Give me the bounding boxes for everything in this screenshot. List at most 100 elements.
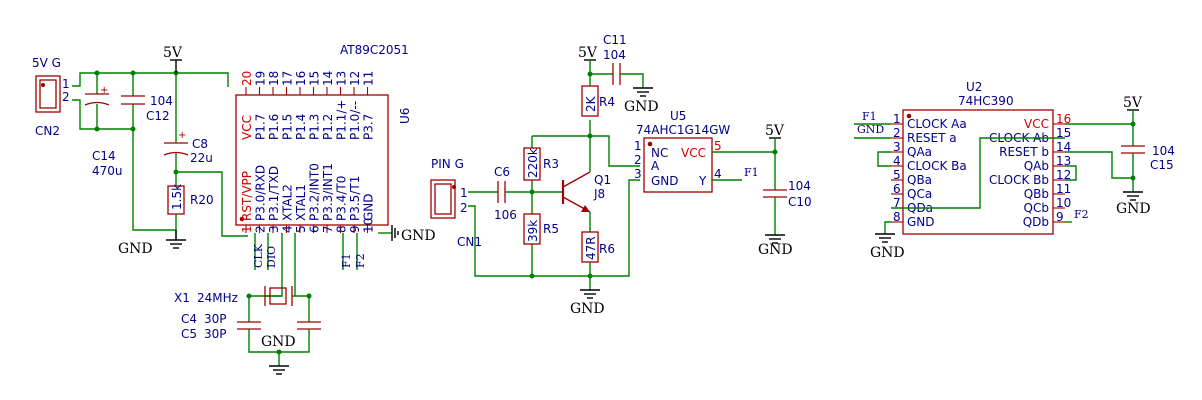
u2-pin-number: 6: [893, 182, 901, 196]
power-5v-label: 5V: [578, 45, 598, 61]
cn1-name: PIN G: [431, 157, 464, 171]
cn1-pin2: 2: [460, 201, 468, 215]
r3-value: 220k: [526, 148, 540, 178]
wire: [176, 171, 248, 237]
u2-pin-number: 12: [1056, 168, 1071, 182]
gnd-label: GND: [624, 99, 659, 115]
net-clk: CLK: [252, 243, 265, 268]
u2-pin-number: 4: [893, 154, 901, 168]
net-gnd: GND: [857, 123, 884, 136]
c12-value: 104: [150, 94, 173, 108]
u6-pin-number: 9: [348, 225, 362, 233]
cn2-name: 5V G: [32, 56, 61, 70]
svg-text:+: +: [178, 130, 186, 141]
u5-pin2-num: 2: [634, 153, 642, 167]
ic-u6: AT89C2051 U6 20VCC19P1.718P1.617P1.516P1…: [235, 43, 412, 233]
wire: [884, 221, 891, 234]
gnd-label: GND: [570, 301, 605, 317]
u5-part: 74AHC1G14GW: [636, 123, 730, 137]
c8-value: 22u: [190, 151, 213, 165]
power-5v-label: 5V: [163, 45, 183, 61]
u2-pin-number: 10: [1056, 196, 1071, 210]
r5-value: 39k: [526, 220, 540, 242]
u6-pin-number: 8: [335, 225, 349, 233]
wire: [72, 72, 229, 87]
connector-cn1: PIN G 1 2 CN1: [430, 157, 482, 249]
u6-pin-number: 4: [281, 225, 295, 233]
u6-pin-number: 19: [254, 71, 268, 86]
u6-pin-name: P1.0/--: [348, 101, 362, 140]
q1-value: J8: [593, 187, 605, 201]
u6-pin-number: 16: [294, 71, 308, 86]
u6-pin-name: P1.4: [294, 114, 308, 140]
u2-pin-number: 16: [1056, 112, 1071, 126]
u6-pin-number: 15: [308, 71, 322, 86]
u5-pin-a: A: [651, 159, 660, 173]
c6-value: 106: [494, 208, 517, 222]
capacitor-c6: C6 106: [494, 165, 517, 222]
u2-part: 74HC390: [958, 94, 1014, 108]
u2-pin-name: RESET a: [907, 131, 957, 145]
u2-pin-number: 5: [893, 168, 901, 182]
c10-value: 104: [788, 179, 811, 193]
capacitor-c5: C5 30P: [181, 321, 321, 341]
u6-pin-name: P3.3/INT1: [321, 163, 335, 221]
r6-value: 47R: [584, 236, 598, 260]
c5-ref: C5: [181, 327, 197, 341]
c14-ref: C14: [92, 149, 116, 163]
u2-pin-name: CLOCK Ba: [907, 159, 967, 173]
u6-pin-number: 18: [267, 71, 281, 86]
u6-bottom-pins: 1RST/VPP2P3.0/RXD3P3.1/TXD4XTAL25XTAL16P…: [240, 163, 376, 233]
u2-pin-number: 14: [1056, 140, 1071, 154]
power-5v-r4: 5V: [578, 45, 598, 61]
capacitor-c8: + C8 22u: [163, 130, 213, 165]
u6-pin-number: 3: [267, 225, 281, 233]
power-5v-label: 5V: [765, 123, 785, 139]
u6-pin-number: 12: [348, 71, 362, 86]
u5-ref: U5: [670, 109, 686, 123]
u2-pin-number: 11: [1056, 182, 1071, 196]
u2-pin-number: 7: [893, 196, 901, 210]
u2-pin-name: QBb: [1024, 187, 1049, 201]
power-5v-u5: 5V: [765, 123, 785, 139]
net-f2: F2: [1074, 208, 1089, 221]
wire: [891, 137, 1065, 209]
u5-pin-nc: NC: [651, 146, 668, 160]
crystal-x1: X1 24MHz: [174, 286, 293, 306]
u2-pin-name: VCC: [1024, 117, 1049, 131]
c4-value: 30P: [204, 312, 227, 326]
u6-pin-number: 7: [321, 225, 335, 233]
r5-ref: R5: [543, 222, 559, 236]
net-dio: DIO: [265, 246, 278, 268]
u6-pin-number: 6: [308, 225, 322, 233]
u2-pin-name: QCa: [907, 187, 932, 201]
u2-pin-name: QCb: [1024, 201, 1049, 215]
capacitor-c12: 104 C12: [121, 94, 173, 123]
u6-pin-name: GND: [362, 193, 376, 221]
resistor-r4: 2K R4: [581, 85, 615, 117]
u6-pin-name: P1.6: [267, 114, 281, 140]
u6-pin-number: 17: [281, 71, 295, 86]
q1-ref: Q1: [594, 173, 611, 187]
u6-pin-number: 11: [362, 71, 376, 86]
cn2-pin1: 1: [62, 77, 70, 91]
cn1-ref: CN1: [457, 235, 482, 249]
u2-pin-name: QDb: [1023, 215, 1049, 229]
c14-value: 470u: [92, 164, 123, 178]
wire: [294, 233, 310, 322]
ground-symbol: GND: [570, 289, 605, 317]
x1-ref: X1: [174, 291, 190, 305]
wire: [72, 99, 133, 130]
u6-pin-number: 2: [254, 225, 268, 233]
u5-pin4-num: 4: [714, 167, 722, 181]
cn1-pin1: 1: [460, 186, 468, 200]
u6-pin-name: P1.3: [308, 114, 322, 140]
u6-pin-name: P1.7: [254, 114, 268, 140]
gnd-label: GND: [1116, 201, 1151, 217]
ground-symbol: GND: [1116, 191, 1151, 217]
r6-ref: R6: [599, 242, 615, 256]
u6-ref: U6: [398, 108, 412, 124]
r20-ref: R20: [190, 193, 214, 207]
r3-ref: R3: [543, 157, 559, 171]
c15-ref: C15: [1150, 158, 1174, 172]
